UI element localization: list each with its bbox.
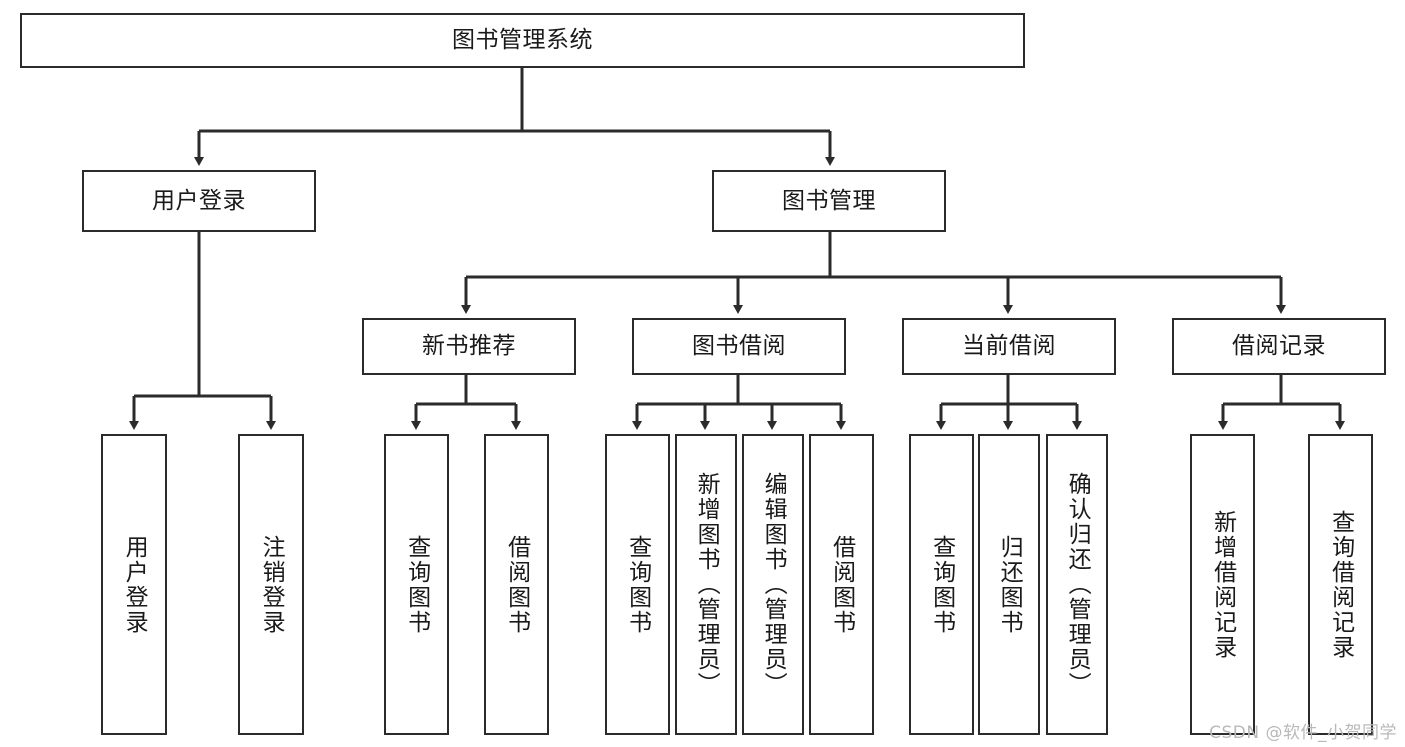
node-current-borrow-label: 当前借阅 [962, 333, 1056, 360]
node-leaf-query-book-3-label: 查询图书 [928, 534, 955, 635]
node-leaf-add-book[interactable]: 新增图书（管理员） [675, 434, 737, 735]
node-leaf-return-book-label: 归还图书 [996, 534, 1023, 635]
node-new-book-recommend-label: 新书推荐 [422, 333, 516, 360]
node-leaf-query-book-2[interactable]: 查询图书 [605, 434, 670, 735]
node-leaf-add-record-label: 新增借阅记录 [1209, 509, 1236, 660]
node-book-borrow[interactable]: 图书借阅 [632, 318, 846, 375]
node-new-book-recommend[interactable]: 新书推荐 [362, 318, 576, 375]
node-root[interactable]: 图书管理系统 [20, 13, 1025, 68]
node-book-management-label: 图书管理 [782, 187, 876, 214]
node-leaf-confirm-return[interactable]: 确认归还（管理员） [1046, 434, 1108, 735]
node-leaf-query-record[interactable]: 查询借阅记录 [1308, 434, 1373, 735]
node-leaf-user-login-label: 用户登录 [121, 534, 148, 635]
node-leaf-borrow-book-2-label: 借阅图书 [828, 534, 855, 635]
node-leaf-borrow-book-1-label: 借阅图书 [503, 534, 530, 635]
node-leaf-query-record-label: 查询借阅记录 [1327, 509, 1354, 660]
node-leaf-confirm-return-label: 确认归还（管理员） [1064, 472, 1091, 697]
node-leaf-logout-login-label: 注销登录 [258, 534, 285, 635]
node-book-borrow-label: 图书借阅 [692, 333, 786, 360]
node-leaf-borrow-book-2[interactable]: 借阅图书 [809, 434, 874, 735]
node-borrow-record[interactable]: 借阅记录 [1172, 318, 1386, 375]
node-leaf-add-record[interactable]: 新增借阅记录 [1190, 434, 1255, 735]
node-user-login[interactable]: 用户登录 [82, 170, 316, 232]
node-leaf-borrow-book-1[interactable]: 借阅图书 [484, 434, 549, 735]
node-leaf-edit-book[interactable]: 编辑图书（管理员） [742, 434, 804, 735]
node-current-borrow[interactable]: 当前借阅 [902, 318, 1116, 375]
node-leaf-query-book-1[interactable]: 查询图书 [384, 434, 449, 735]
node-borrow-record-label: 借阅记录 [1232, 333, 1326, 360]
node-user-login-label: 用户登录 [152, 187, 246, 214]
node-leaf-return-book[interactable]: 归还图书 [978, 434, 1040, 735]
node-leaf-logout-login[interactable]: 注销登录 [238, 434, 304, 735]
node-leaf-edit-book-label: 编辑图书（管理员） [760, 472, 787, 697]
node-root-label: 图书管理系统 [452, 27, 593, 54]
node-leaf-query-book-1-label: 查询图书 [403, 534, 430, 635]
node-book-management[interactable]: 图书管理 [712, 170, 946, 232]
node-leaf-user-login[interactable]: 用户登录 [101, 434, 167, 735]
node-leaf-add-book-label: 新增图书（管理员） [693, 472, 720, 697]
node-leaf-query-book-3[interactable]: 查询图书 [909, 434, 974, 735]
csdn-watermark: CSDN @软件_小贺同学 [1209, 723, 1397, 743]
node-leaf-query-book-2-label: 查询图书 [624, 534, 651, 635]
